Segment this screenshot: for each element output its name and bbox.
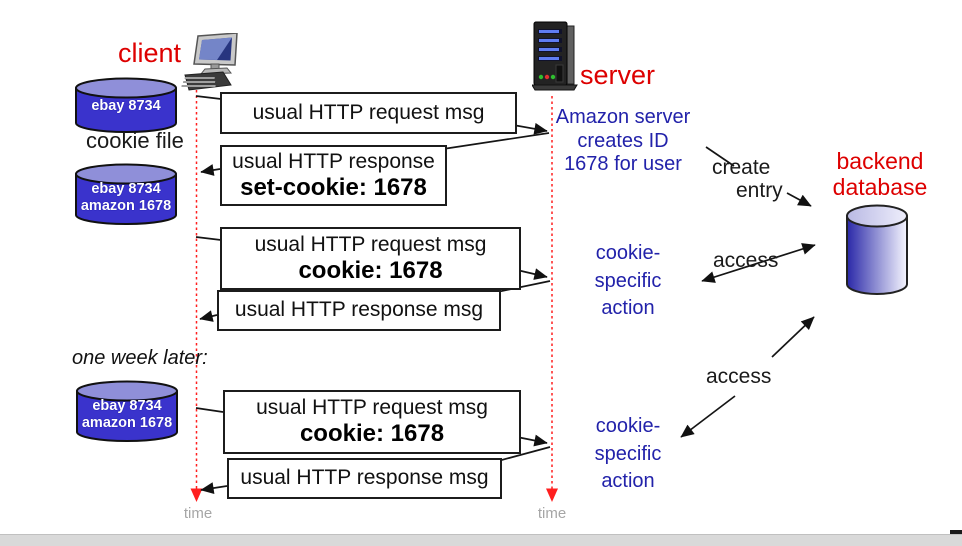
backend-line: backend	[836, 148, 924, 174]
msg-box-request-3: usual HTTP request msg cookie: 1678	[223, 390, 521, 454]
note-line: action	[601, 470, 655, 493]
time-label-server: time	[537, 505, 567, 522]
server-label: server	[580, 60, 656, 90]
note-line: creates ID	[577, 129, 669, 152]
bottom-strip	[0, 534, 962, 546]
create-entry-label: create entry	[712, 156, 783, 202]
response2-arrow	[199, 310, 218, 322]
access-label-2: access	[706, 365, 772, 388]
cookie-file-label: cookie file	[86, 128, 184, 153]
cylinder-shape	[75, 163, 177, 225]
note-line: action	[601, 297, 655, 320]
request2-left-segment	[195, 236, 222, 241]
cylinder-shape	[75, 77, 177, 133]
note-line: 1678 for user	[564, 153, 682, 176]
cookie-specific-action-note-2: cookie- specific action	[578, 413, 678, 496]
response1-arrow	[200, 164, 221, 176]
response2-right-segment	[496, 280, 551, 293]
response3-arrow	[200, 482, 228, 494]
amazon-creates-id-note: Amazon server creates ID 1678 for user	[553, 106, 693, 177]
note-line: cookie-	[595, 242, 661, 264]
cookie-file-cylinder-3: ebay 8734 amazon 1678	[75, 379, 179, 443]
request1-arrow	[512, 122, 548, 135]
msg-box-request-1: usual HTTP request msg	[220, 92, 517, 134]
msg-text: usual HTTP request msg	[252, 100, 485, 124]
note-line: specific	[594, 442, 662, 465]
backend-line: database	[832, 174, 928, 201]
entry-line: entry	[736, 179, 783, 203]
access1-double-arrow	[701, 243, 816, 283]
response3-right-segment	[497, 446, 551, 462]
access2-up-arrow	[771, 316, 815, 358]
backend-database-label: backend database	[828, 148, 932, 201]
set-cookie-text: set-cookie: 1678	[240, 173, 427, 201]
msg-text: usual HTTP request msg	[254, 232, 487, 256]
cookie-entry-ebay: ebay 8734	[92, 398, 162, 414]
cylinder-shape	[76, 380, 178, 442]
create-entry-pointer	[705, 146, 735, 167]
cookie-entry-amazon: amazon 1678	[81, 415, 173, 431]
request1-left-segment	[195, 95, 222, 100]
response1-right-segment	[442, 132, 550, 150]
note-line: specific	[594, 269, 662, 292]
note-line: Amazon server	[555, 106, 691, 128]
server-icon	[532, 21, 578, 91]
bottom-right-mark	[950, 530, 962, 536]
note-line: cookie-	[595, 415, 661, 437]
msg-text: usual HTTP response msg	[234, 298, 484, 322]
create-line: create	[712, 156, 771, 179]
msg-text: usual HTTP response msg	[240, 466, 489, 490]
cookie-specific-action-note-1: cookie- specific action	[578, 240, 678, 323]
cookie-file-cylinder-2: ebay 8734 amazon 1678	[74, 162, 178, 226]
access-label-1: access	[713, 249, 779, 272]
msg-text: usual HTTP response	[232, 149, 435, 173]
cookie-file-cylinder-1: ebay 8734	[74, 76, 178, 134]
request2-arrow	[516, 268, 548, 280]
cookie-text: cookie: 1678	[299, 420, 445, 448]
time-label-client: time	[183, 505, 213, 522]
access2-down-arrow	[680, 395, 736, 438]
client-label: client	[118, 38, 182, 68]
cookie-entry-ebay: ebay 8734	[91, 98, 161, 114]
create-entry-arrow	[786, 192, 812, 207]
cookie-entry-ebay: ebay 8734	[91, 181, 161, 197]
msg-box-request-2: usual HTTP request msg cookie: 1678	[220, 227, 521, 290]
backend-database-cylinder	[846, 204, 908, 295]
msg-box-response-3: usual HTTP response msg	[227, 458, 502, 499]
client-computer-icon	[181, 33, 238, 91]
one-week-later-label: one week later:	[72, 347, 208, 369]
request3-arrow	[516, 434, 548, 447]
msg-box-response-2: usual HTTP response msg	[217, 290, 501, 331]
msg-text: usual HTTP request msg	[256, 396, 488, 420]
msg-box-response-1: usual HTTP response set-cookie: 1678	[220, 145, 447, 206]
cookie-entry-amazon: amazon 1678	[80, 198, 172, 214]
cookie-text: cookie: 1678	[298, 256, 443, 284]
request3-left-segment	[195, 407, 224, 413]
